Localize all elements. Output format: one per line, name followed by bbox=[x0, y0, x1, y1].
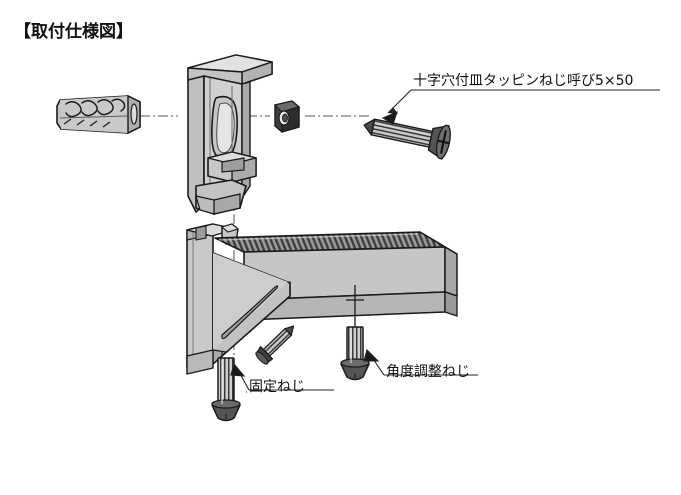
square-washer bbox=[273, 100, 301, 133]
arm-bracket bbox=[186, 223, 458, 375]
callout-fixing-screw: 固定ねじ bbox=[249, 379, 305, 395]
leader-fixing-screw bbox=[230, 362, 334, 393]
callout-angle-adjust-screw: 角度調整ねじ bbox=[386, 364, 470, 380]
leader-angle-screw bbox=[363, 348, 478, 376]
wall-mount-bracket bbox=[187, 54, 273, 215]
fixing-screw bbox=[211, 357, 241, 422]
tapping-screw-5x50 bbox=[363, 118, 451, 160]
angle-adjustment-screw bbox=[340, 285, 370, 381]
leader-tapping-screw bbox=[381, 89, 660, 125]
callout-tapping-screw: 十字穴付皿タッピンねじ呼び5×50 bbox=[413, 73, 634, 89]
page-title: 【取付仕様図】 bbox=[14, 22, 133, 42]
wall-anchor-plug bbox=[56, 94, 141, 135]
small-pin-screw bbox=[255, 325, 295, 365]
